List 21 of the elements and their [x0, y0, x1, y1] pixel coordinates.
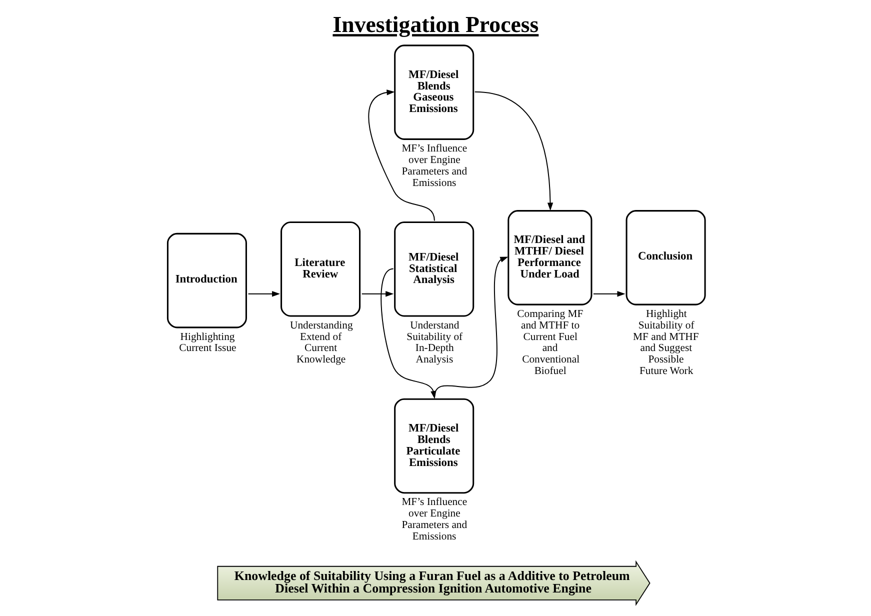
node-label: Understanding Extend of Current Knowledge	[290, 319, 352, 366]
node-label: MF’s Influence over Engine Parameters and Emissions	[401, 496, 467, 542]
node-label: Understand Suitability of In-Depth Analysis	[406, 319, 462, 366]
node-box: MF/Diesel Statistical Analysis	[394, 222, 474, 317]
node-label: MF’s Influence over Engine Parameters and Emissions	[401, 142, 467, 189]
node-box: MF/Diesel and MTHF/ Diesel Performance Under Load	[507, 210, 592, 306]
node-box: Introduction	[166, 232, 246, 328]
arrow	[360, 291, 394, 297]
node-box: MF/Diesel Blends Particulate Emissions	[394, 398, 474, 494]
arrow	[592, 291, 625, 297]
diagram-title: Investigation Process	[332, 12, 538, 38]
node-box: Conclusion	[625, 210, 706, 306]
node-box: Literature Review	[280, 222, 360, 317]
arrow	[247, 291, 280, 297]
node-box: MF/Diesel Blends Gaseous Emissions	[394, 44, 474, 140]
arrow	[368, 90, 434, 222]
node-label: Highlighting Current Issue	[178, 330, 236, 354]
arrow	[474, 91, 553, 211]
node-label: Highlight Suitability of MF and MTHF and Suggest Possible Future Work	[632, 308, 698, 378]
node-label: Comparing MF and MTHF to Current Fuel and Conventional Biofuel	[516, 308, 583, 378]
arrow	[433, 256, 508, 398]
